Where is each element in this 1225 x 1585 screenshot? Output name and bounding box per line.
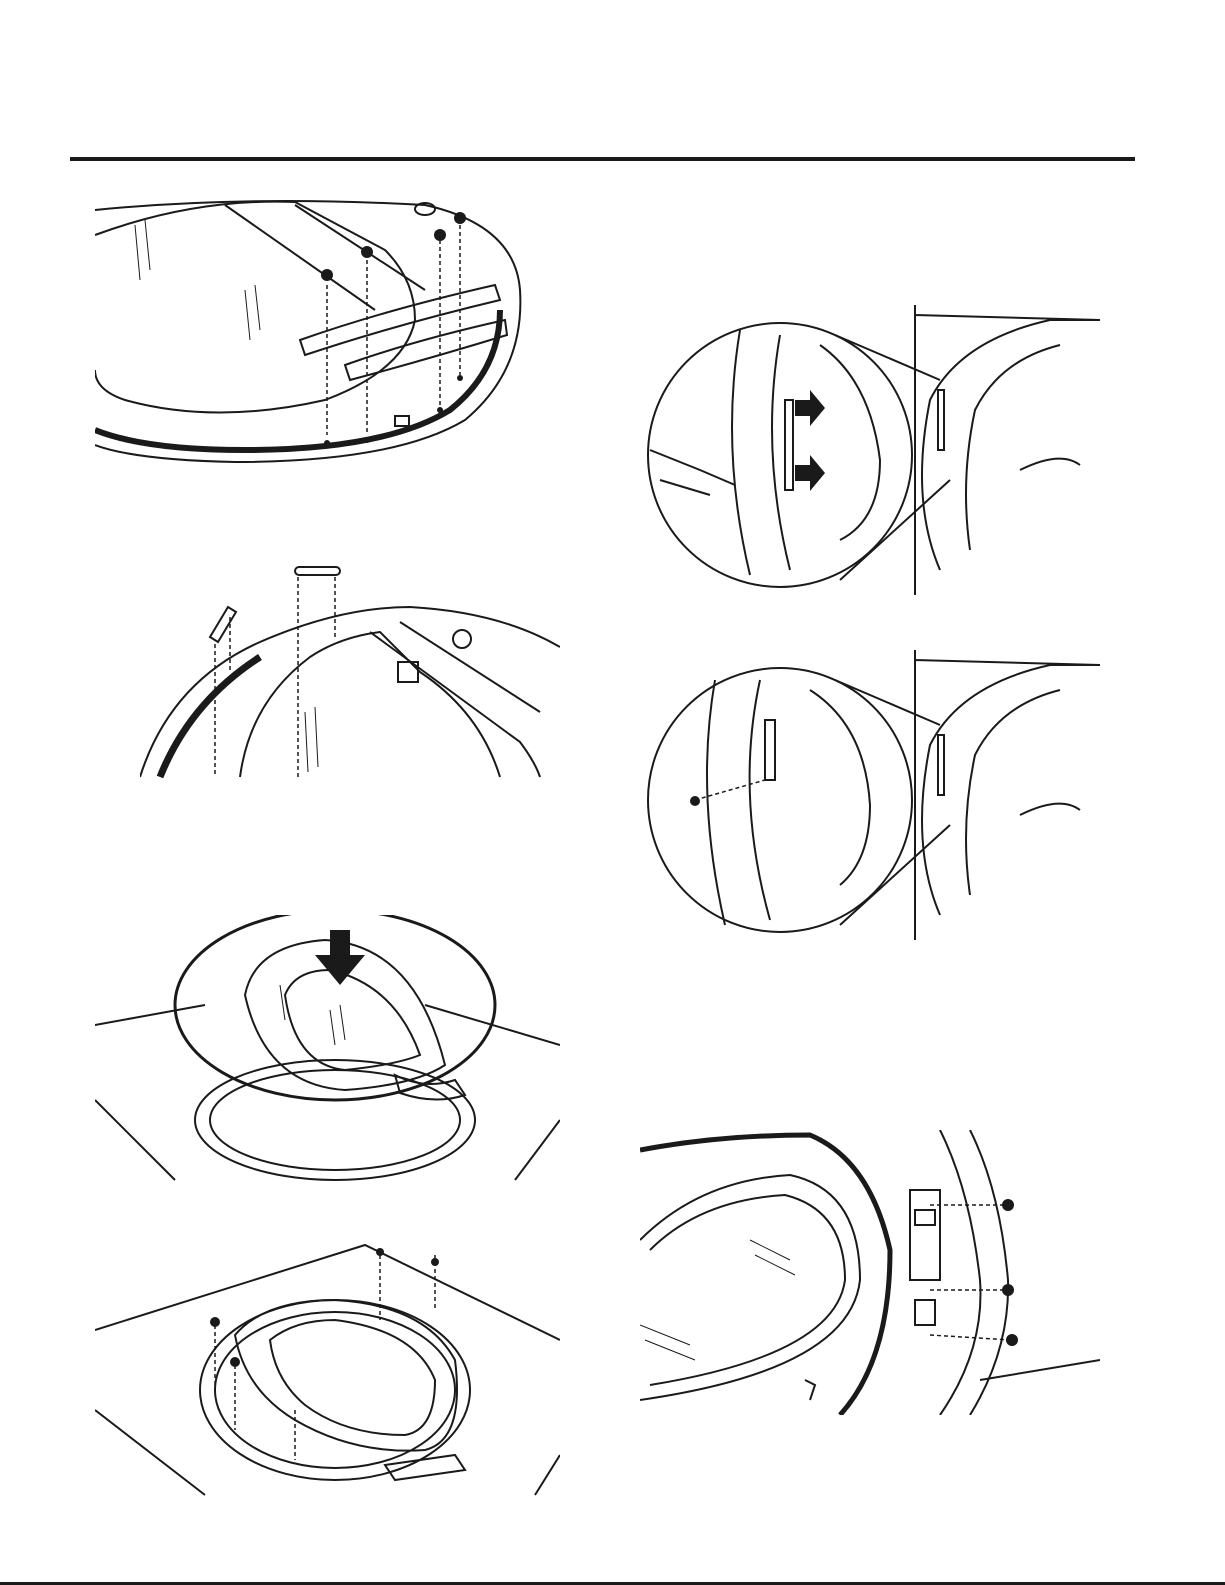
figure-door-reattach-screws: [95, 1240, 560, 1500]
hinge-mount-screws-icon: [640, 1130, 1100, 1415]
figure-hinge-mount-screws: [640, 1130, 1100, 1415]
figure-strike-removal: [640, 300, 1100, 595]
figure-door-handle-screws: [95, 200, 525, 465]
figure-strike-screw: [640, 645, 1100, 940]
door-handle-screws-icon: [95, 200, 525, 465]
header-rule: [70, 157, 1135, 161]
door-placement-arrow-icon: [95, 915, 560, 1185]
strike-screw-icon: [640, 645, 1100, 940]
figure-door-placement: [95, 915, 560, 1185]
figure-hinge-cover-caps: [140, 562, 560, 780]
strike-removal-screwdriver-icon: [640, 300, 1100, 595]
hinge-cover-caps-icon: [140, 562, 560, 780]
door-reattach-screws-icon: [95, 1240, 560, 1500]
